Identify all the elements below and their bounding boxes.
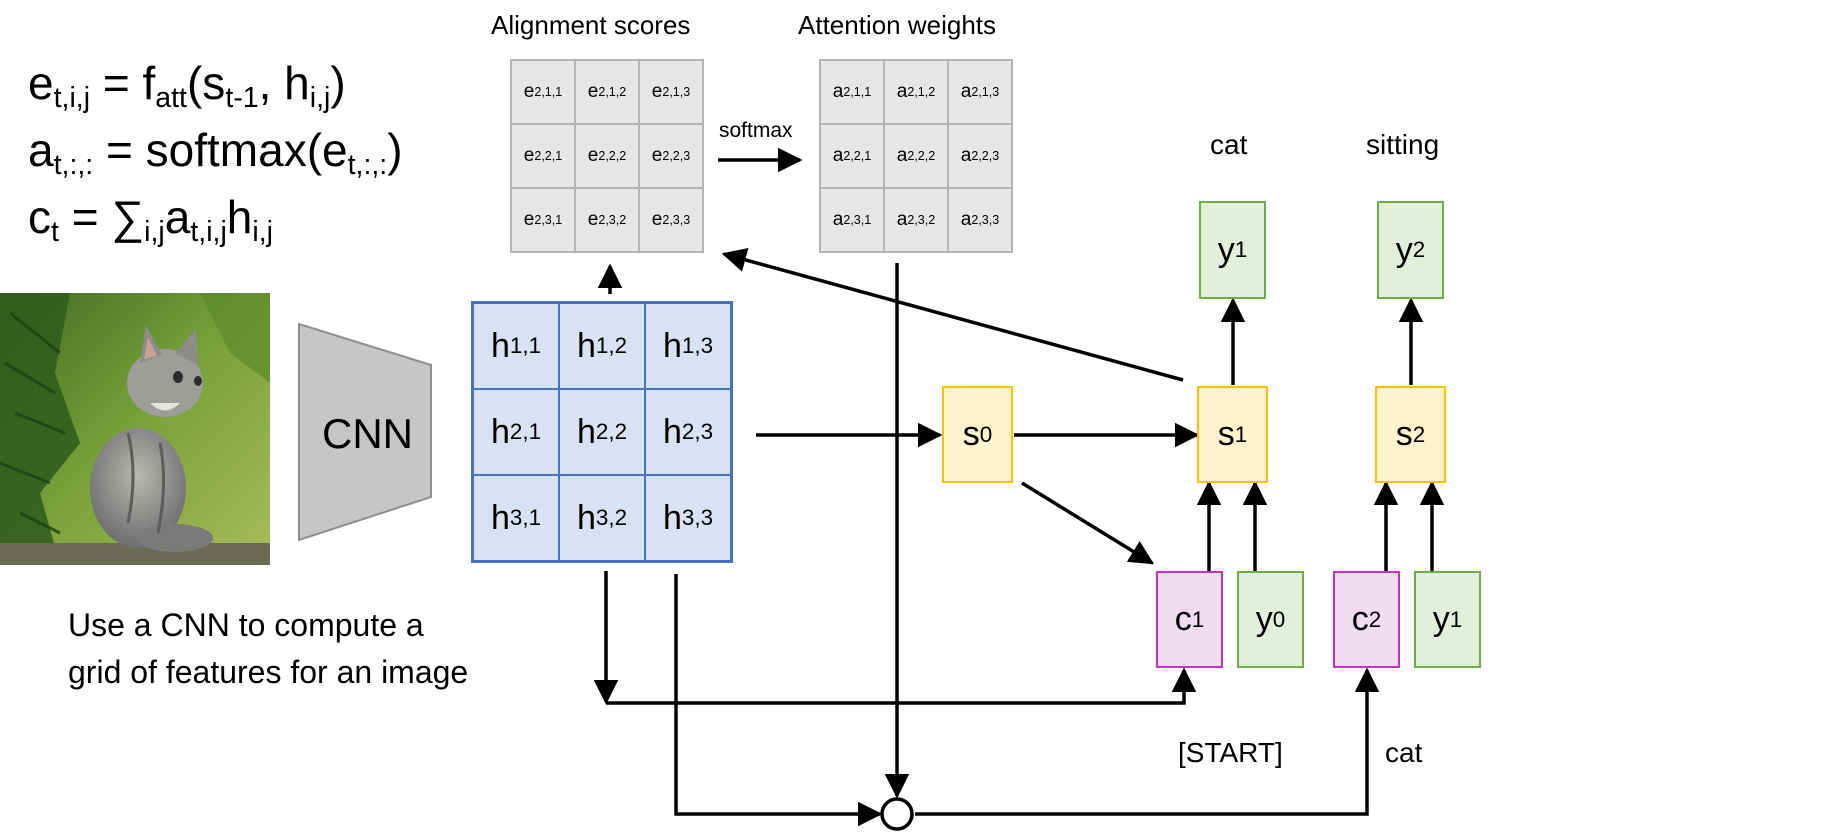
output-word-sitting: sitting [1366, 129, 1440, 160]
features-to-c1-arrow [606, 667, 1197, 705]
softmax-label: softmax [719, 119, 793, 142]
cnn-label: CNN [322, 410, 413, 457]
equation-attention: at,:,: = softmax(et,:,:) [28, 124, 403, 181]
input-word-start: [START] [1178, 737, 1283, 768]
attention-weights-header: Attention weights [798, 10, 997, 40]
alignment-scores-header: Alignment scores [491, 10, 691, 40]
cat-photo-image [0, 293, 270, 565]
caption-line-2: grid of features for an image [68, 654, 469, 690]
s0-to-c1-arrow [1021, 481, 1155, 565]
equation-context: ct = ∑i,jat,i,jhi,j [28, 191, 273, 248]
combine-to-c2-arrow [915, 667, 1380, 816]
input-word-cat: cat [1385, 737, 1423, 768]
cnn-trapezoid-icon [298, 322, 432, 542]
s1-to-alignment-arrow [721, 248, 1184, 382]
combine-circle-icon [880, 797, 914, 831]
caption-line-1: Use a CNN to compute a [68, 607, 424, 643]
output-word-cat: cat [1210, 129, 1248, 160]
features-to-combine-arrow [674, 574, 883, 827]
cat-photo [0, 293, 270, 565]
equation-alignment: et,i,j = fatt(st-1, hi,j) [28, 57, 346, 114]
